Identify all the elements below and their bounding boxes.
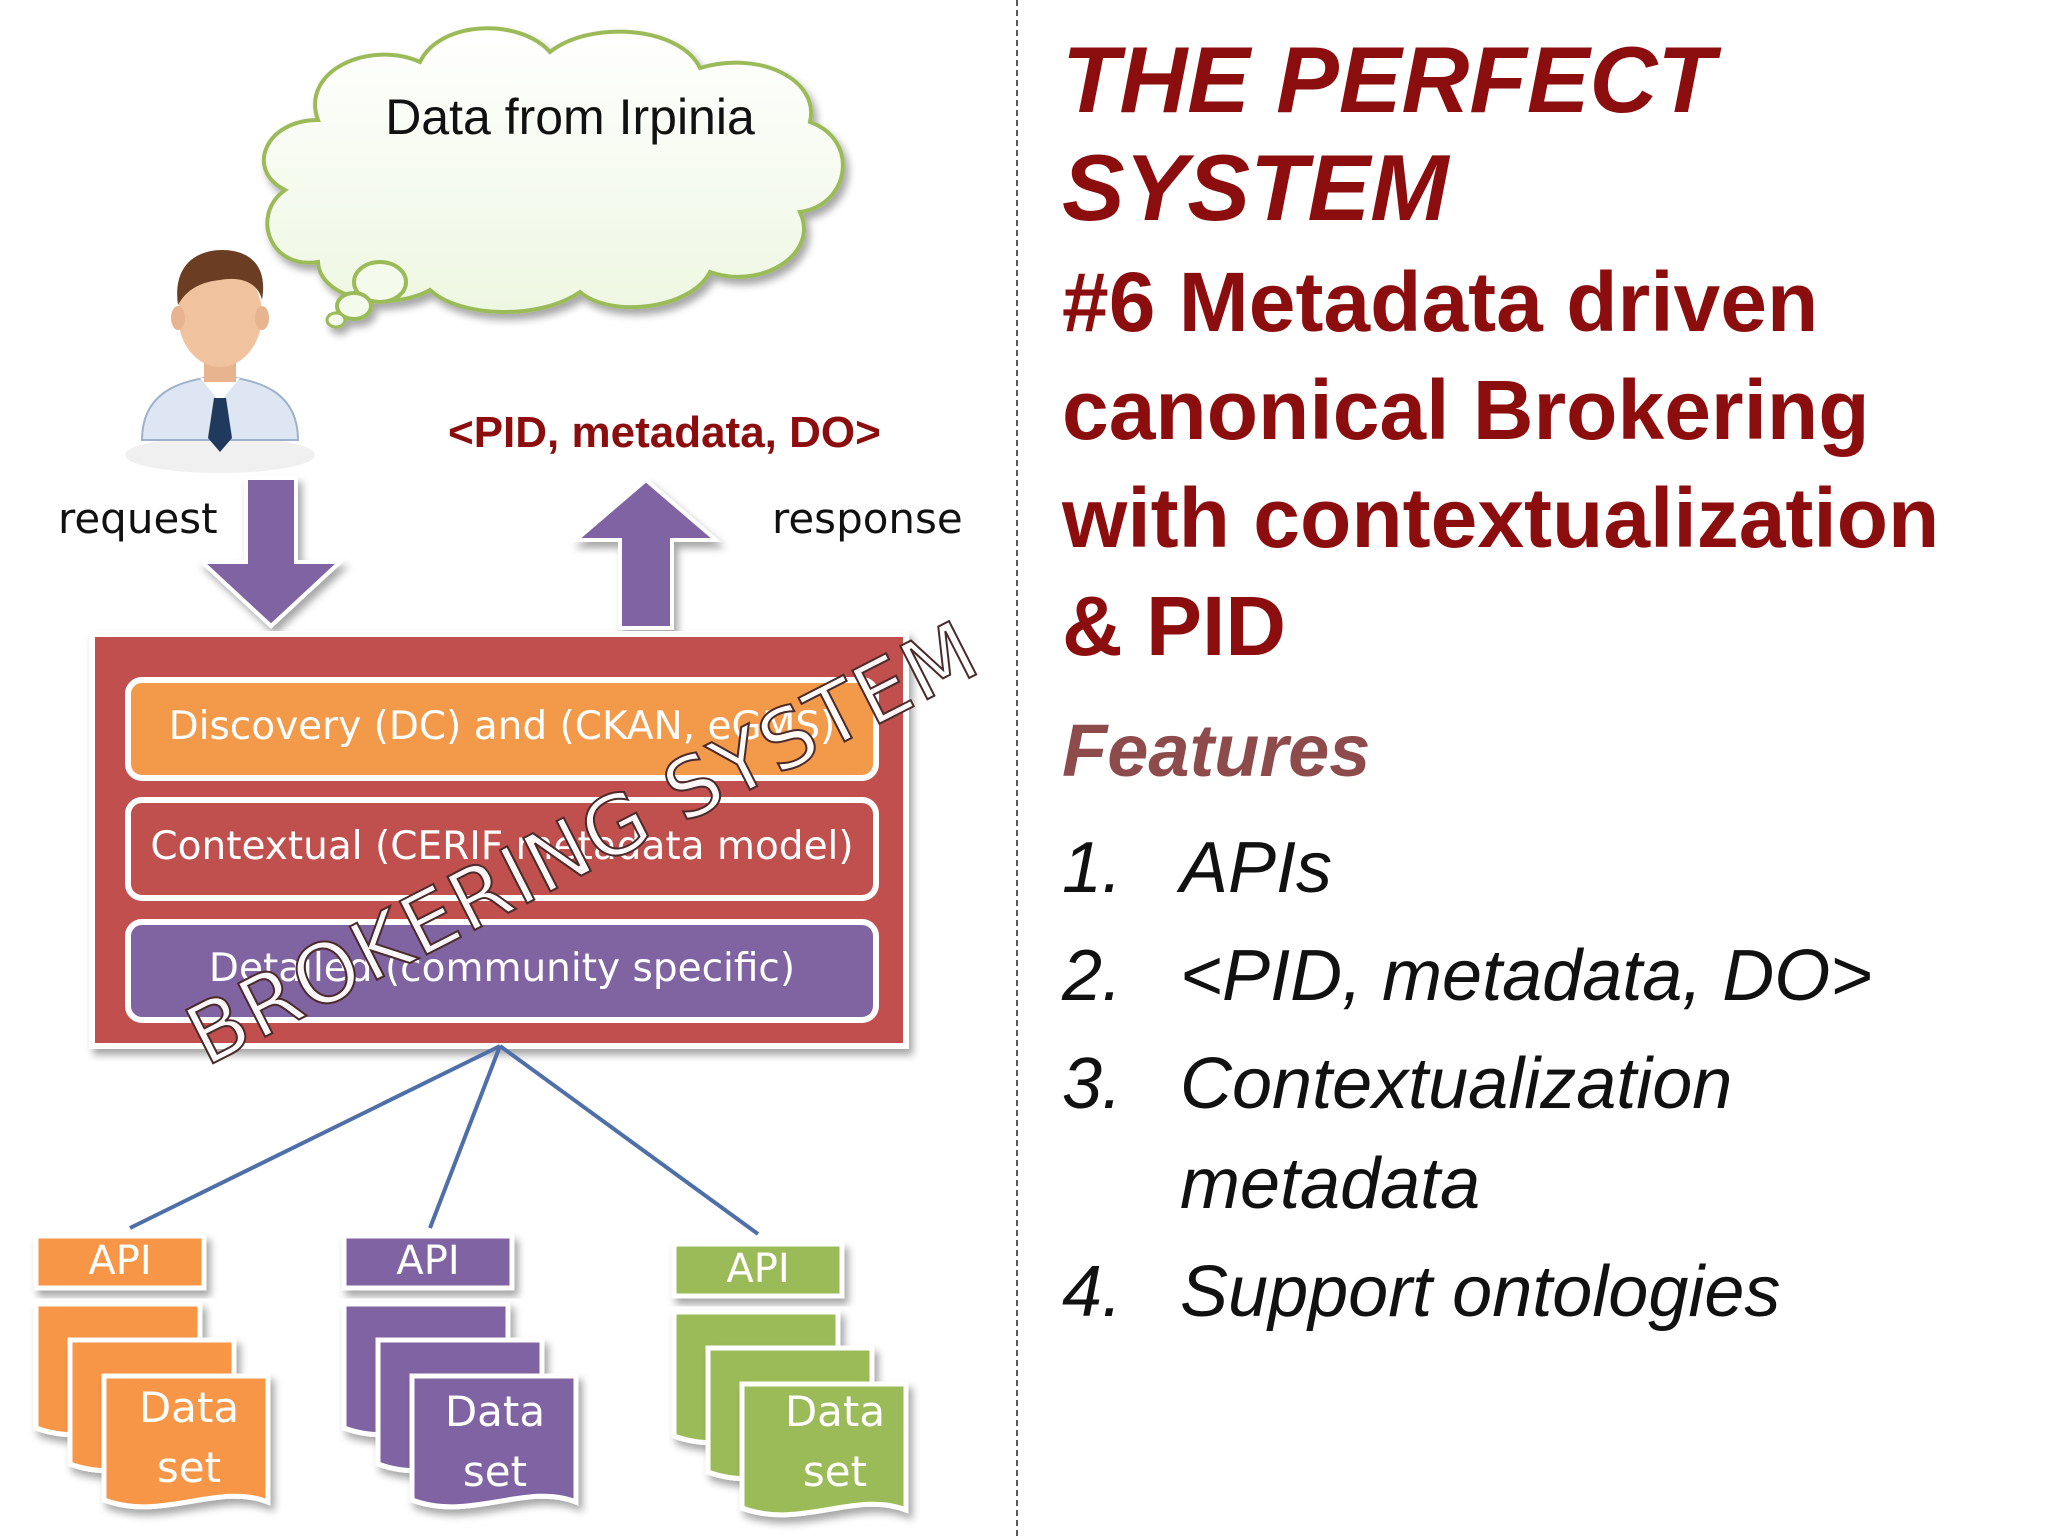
subtitle-line-3: with contextualization — [1062, 471, 1940, 565]
source-group-3 — [671, 1241, 909, 1518]
title-line-1: THE PERFECT — [1062, 27, 1715, 132]
feature-item: 1. APIs — [1062, 818, 2042, 918]
connector-lines — [129, 1044, 760, 1236]
feature-item: 3. Contextualization metadata — [1062, 1034, 2042, 1234]
source-group-2 — [341, 1233, 579, 1510]
feature-number: 3. — [1062, 1044, 1123, 1124]
feature-text: Support ontologies — [1180, 1252, 1781, 1332]
layer-discovery: Discovery (DC) and (CKAN, eGMS) — [168, 704, 836, 749]
brokering-box — [89, 631, 909, 1049]
slide-title: THE PERFECT SYSTEM — [1062, 26, 2022, 242]
dataset-label-1: Data set — [110, 1378, 268, 1498]
response-payload-label: <PID, metadata, DO> — [448, 408, 881, 457]
subtitle-line-4: & PID — [1062, 579, 1287, 673]
dataset-label-2-line2: set — [462, 1447, 528, 1496]
request-arrow — [196, 476, 346, 629]
feature-number: 4. — [1062, 1252, 1123, 1332]
layer-contextual: Contextual (CERIF metadata model) — [150, 824, 854, 869]
source-graphics — [33, 1233, 909, 1518]
slide-subtitle: #6 Metadata driven canonical Brokering w… — [1062, 248, 2042, 680]
api-tab-3 — [671, 1241, 845, 1299]
dataset-label-3-line1: Data — [784, 1387, 886, 1436]
feature-item: 4. Support ontologies — [1062, 1242, 2042, 1342]
features-heading: Features — [1062, 709, 1371, 792]
api-tab-2 — [341, 1233, 515, 1291]
dataset-label-1-line2: set — [156, 1443, 222, 1492]
user-icon — [125, 250, 315, 473]
dataset-label-3: Data set — [756, 1382, 914, 1502]
dataset-label-3-line2: set — [802, 1447, 868, 1496]
dataset-label-1-line1: Data — [138, 1383, 240, 1432]
feature-number: 2. — [1062, 936, 1123, 1016]
dataset-doc-1-3 — [101, 1373, 271, 1510]
source-group-1 — [33, 1233, 271, 1510]
feature-number: 1. — [1062, 828, 1123, 908]
feature-text: APIs — [1180, 828, 1333, 908]
vertical-divider — [1016, 0, 1018, 1536]
dataset-label-2-line1: Data — [444, 1387, 546, 1436]
dataset-label-2: Data set — [416, 1382, 574, 1502]
api-label-1: API — [88, 1238, 152, 1284]
feature-text: <PID, metadata, DO> — [1180, 936, 1873, 1016]
layer-detailed: Detailed (community specific) — [208, 946, 796, 991]
request-label: request — [58, 494, 218, 543]
thought-cloud — [261, 26, 845, 329]
feature-text: Contextualization metadata — [1180, 1044, 1733, 1224]
response-label: response — [772, 494, 963, 543]
api-label-2: API — [396, 1238, 460, 1284]
response-arrow — [570, 477, 722, 630]
features-list: 1. APIs 2. <PID, metadata, DO> 3. Contex… — [1062, 818, 2042, 1350]
subtitle-line-2: canonical Brokering — [1062, 363, 1870, 457]
dataset-doc-3-3 — [739, 1381, 909, 1518]
dataset-doc-2-3 — [409, 1373, 579, 1510]
api-tab-1 — [33, 1233, 207, 1291]
subtitle-line-1: #6 Metadata driven — [1062, 255, 1819, 349]
brokering-diagram: Data from Irpinia <PID, metadata, DO> re… — [0, 0, 1020, 1536]
feature-item: 2. <PID, metadata, DO> — [1062, 926, 2042, 1026]
api-label-3: API — [726, 1246, 790, 1292]
title-line-2: SYSTEM — [1062, 135, 1449, 240]
diagram-graphics — [33, 26, 909, 1518]
cloud-text: Data from Irpinia — [385, 89, 755, 145]
